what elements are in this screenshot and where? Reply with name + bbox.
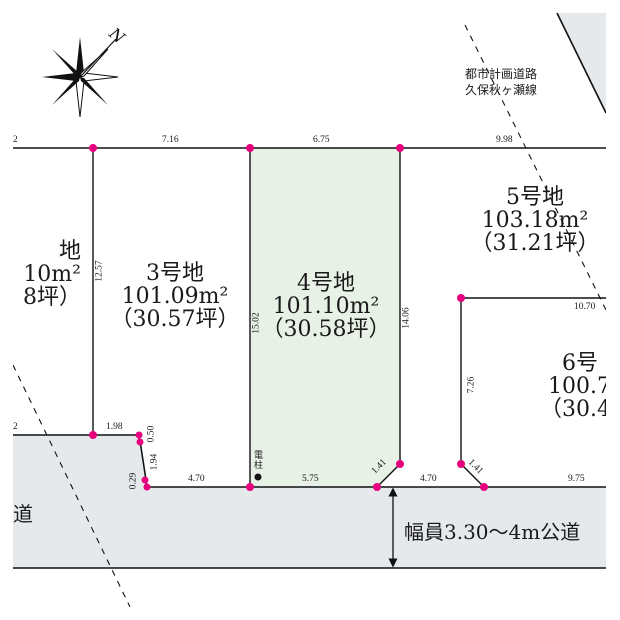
planned-road-label: 都市計画道路 久保秋ヶ瀬線	[465, 66, 537, 98]
utility-pole-label: 電柱	[254, 451, 264, 471]
lot-3-label[interactable]: 3号地 101.09m² （30.57坪）	[110, 262, 240, 331]
dim-lot3-front-a: 1.98	[106, 422, 123, 432]
planned-road-dashed-line-left	[13, 364, 131, 607]
dim-lot5-bottom: 10.70	[574, 302, 596, 312]
lot-2-label-clip: 地 10m² 8坪）	[13, 200, 93, 340]
lot6-corner-cut	[460, 463, 485, 488]
lot-4-area: 101.10m²	[272, 294, 380, 320]
lot-4-fill	[250, 148, 400, 487]
dim-top-lot4: 6.75	[313, 135, 330, 145]
dim-lot3-corner-c: 0.29	[128, 472, 139, 490]
dim-top-lot3: 7.16	[162, 135, 179, 145]
lot-6-area: 100.7	[548, 374, 606, 400]
dim-lot3-left-side: 12.57	[94, 260, 105, 282]
lot4-corner-cut	[376, 463, 401, 488]
compass-rose-icon	[42, 37, 119, 118]
lot-4-tsubo: （30.58坪）	[261, 317, 391, 343]
dim-lot5-front: 4.70	[420, 474, 437, 484]
lot-2-area: 10m²	[23, 262, 81, 288]
boundary-points	[89, 144, 488, 491]
lot-6-label-clip: 6号 100.7 （30.4	[520, 340, 606, 450]
lot-2-label[interactable]: 地 10m² 8坪）	[23, 240, 81, 309]
dim-top-left-edge: 2	[13, 135, 18, 145]
lot-3-tsubo: （30.57坪）	[110, 307, 240, 333]
dim-lot6-left-side: 7.26	[466, 376, 477, 394]
lot-5-area: 103.18m²	[481, 208, 589, 234]
planned-road-dashed-line-right	[464, 24, 606, 311]
planned-road-label-line2: 久保秋ヶ瀬線	[465, 83, 538, 97]
dim-lot3-front-b: 4.70	[188, 474, 205, 484]
planned-road-label-line1: 都市計画道路	[465, 67, 538, 81]
lot-5-number: 5号地	[506, 185, 564, 210]
lot-4-number: 4号地	[297, 271, 355, 296]
lot-2-number: 地	[58, 239, 81, 264]
dim-lot4-right-side: 14.06	[401, 307, 412, 329]
dim-lot4-left-side: 15.02	[251, 312, 262, 334]
lot-2-tsubo: 8坪）	[23, 285, 81, 311]
left-road-label: 道	[13, 502, 33, 526]
lot-4-label[interactable]: 4号地 101.10m² （30.58坪）	[258, 272, 394, 341]
lot-6-number: 6号	[562, 351, 598, 376]
dim-lot3-corner-b: 1.94	[149, 453, 160, 471]
utility-pole-marker	[254, 473, 262, 481]
lot-5-tsubo: （31.21坪）	[470, 231, 600, 257]
lot-3-number: 3号地	[146, 261, 204, 286]
dim-lot6-front: 9.75	[568, 474, 585, 484]
lot-6-label[interactable]: 6号 100.7 （30.4	[540, 351, 606, 421]
planned-road-edge	[556, 13, 606, 114]
dim-left-road-edge: 2	[13, 422, 18, 432]
lot-6-tsubo: （30.4	[540, 397, 606, 423]
lot3-front-boundary	[13, 434, 606, 488]
lot-3-area: 101.09m²	[121, 284, 229, 310]
public-road-label: 幅員3.30～4m公道	[404, 520, 581, 544]
lot-5-label[interactable]: 5号地 103.18m² （31.21坪）	[470, 186, 600, 255]
dim-lot4-front: 5.75	[302, 474, 319, 484]
dim-top-lot5: 9.98	[496, 135, 513, 145]
dim-lot3-corner-a: 0.50	[146, 425, 157, 443]
public-road-area	[13, 435, 606, 568]
